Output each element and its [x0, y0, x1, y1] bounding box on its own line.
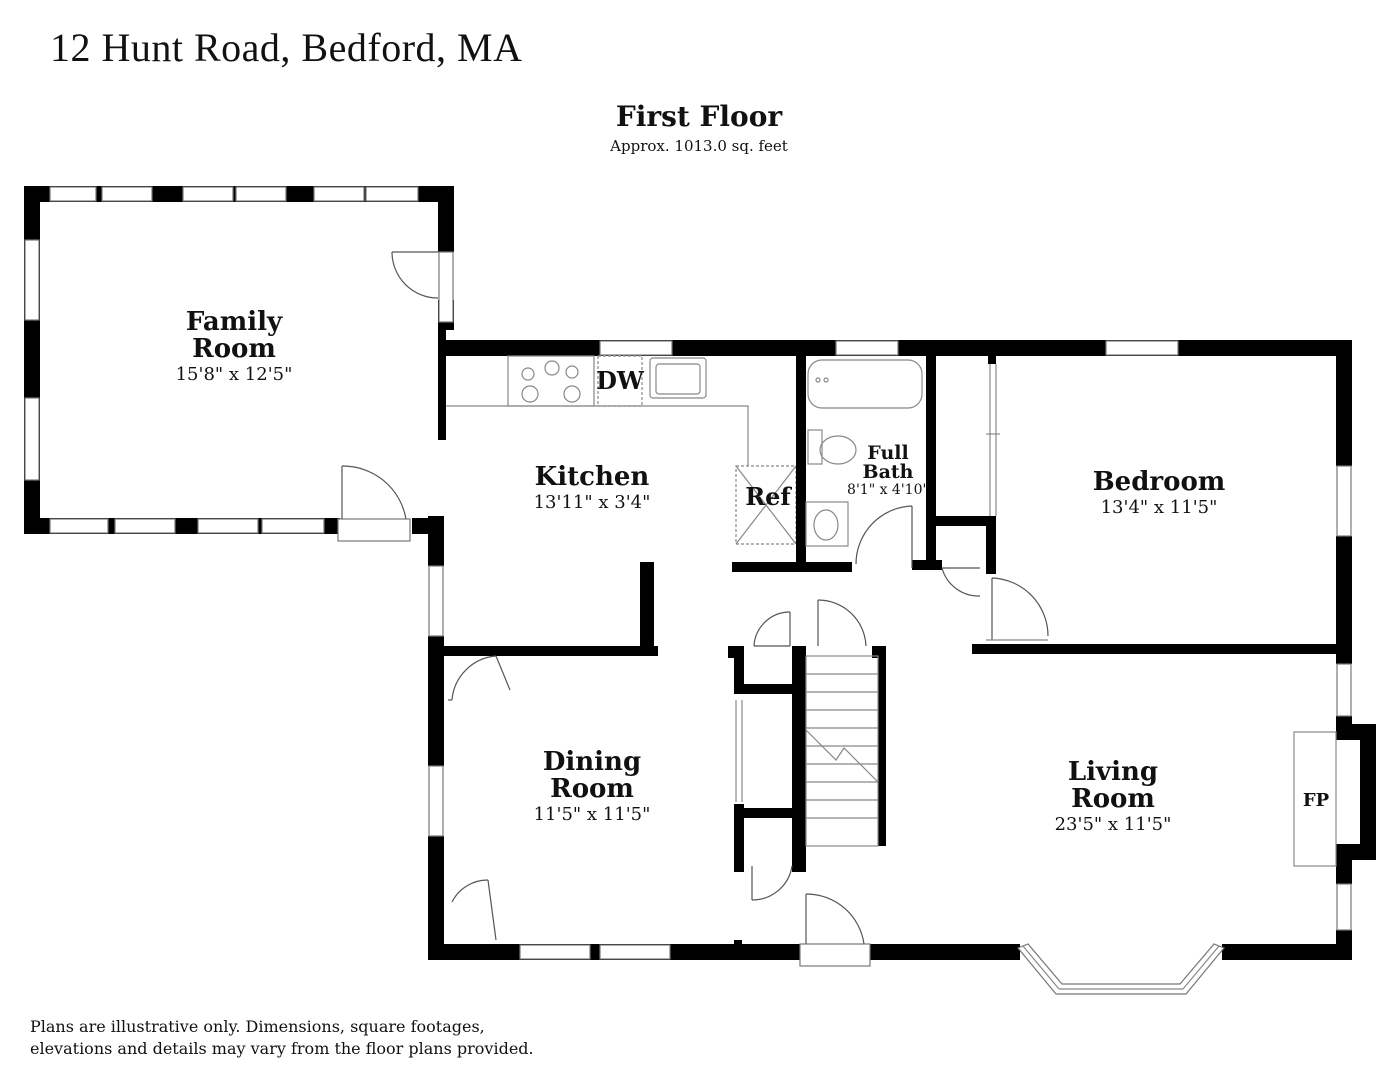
living-room-label: Living: [1068, 757, 1158, 787]
disclaimer-line-2: elevations and details may vary from the…: [30, 1039, 534, 1058]
room-labels: Family Room 15'8" x 12'5" Kitchen 13'11"…: [176, 307, 1330, 835]
bedroom-walls: [926, 356, 1352, 654]
hall-closet-walls: [728, 646, 886, 946]
dishwasher-label: DW: [596, 366, 645, 395]
living-room-dims: 23'5" x 11'5": [1055, 814, 1172, 835]
floor-title: First Floor: [615, 100, 783, 133]
family-room-windows: [24, 186, 454, 534]
kitchen-label: Kitchen: [535, 462, 650, 492]
kitchen-counters: [446, 355, 797, 545]
fireplace-label: FP: [1303, 790, 1330, 811]
disclaimer: Plans are illustrative only. Dimensions,…: [30, 1016, 534, 1060]
kitchen-walls: [444, 562, 852, 656]
bath-label-2: Bath: [863, 461, 914, 483]
bedroom-closet: [941, 364, 1049, 641]
stairs: [805, 655, 879, 847]
refrigerator-label: Ref: [745, 482, 792, 511]
bath-fixtures: [805, 359, 923, 568]
floor-area: Approx. 1013.0 sq. feet: [610, 137, 788, 155]
bay-window: [1017, 943, 1225, 995]
living-room-label-2: Room: [1071, 784, 1155, 814]
kitchen-dims: 13'11" x 3'4": [534, 492, 651, 513]
main-windows: [428, 340, 1352, 960]
family-room-label-2: Room: [192, 334, 276, 364]
bath-walls: [796, 356, 936, 570]
bath-label: Full: [867, 442, 908, 464]
dining-room-dims: 11'5" x 11'5": [534, 804, 651, 825]
property-address: 12 Hunt Road, Bedford, MA: [50, 25, 523, 70]
hall-doors: [448, 599, 871, 967]
bedroom-dims: 13'4" x 11'5": [1101, 497, 1218, 518]
family-room-doors: [337, 251, 439, 542]
family-room-label: Family: [186, 307, 283, 337]
fireplace: [1293, 731, 1337, 867]
dining-room-label-2: Room: [550, 774, 634, 804]
dining-room-label: Dining: [543, 747, 641, 777]
family-room-dims: 15'8" x 12'5": [176, 364, 293, 385]
bath-dims: 8'1" x 4'10": [847, 482, 929, 498]
bedroom-label: Bedroom: [1093, 467, 1226, 497]
disclaimer-line-1: Plans are illustrative only. Dimensions,…: [30, 1017, 485, 1036]
